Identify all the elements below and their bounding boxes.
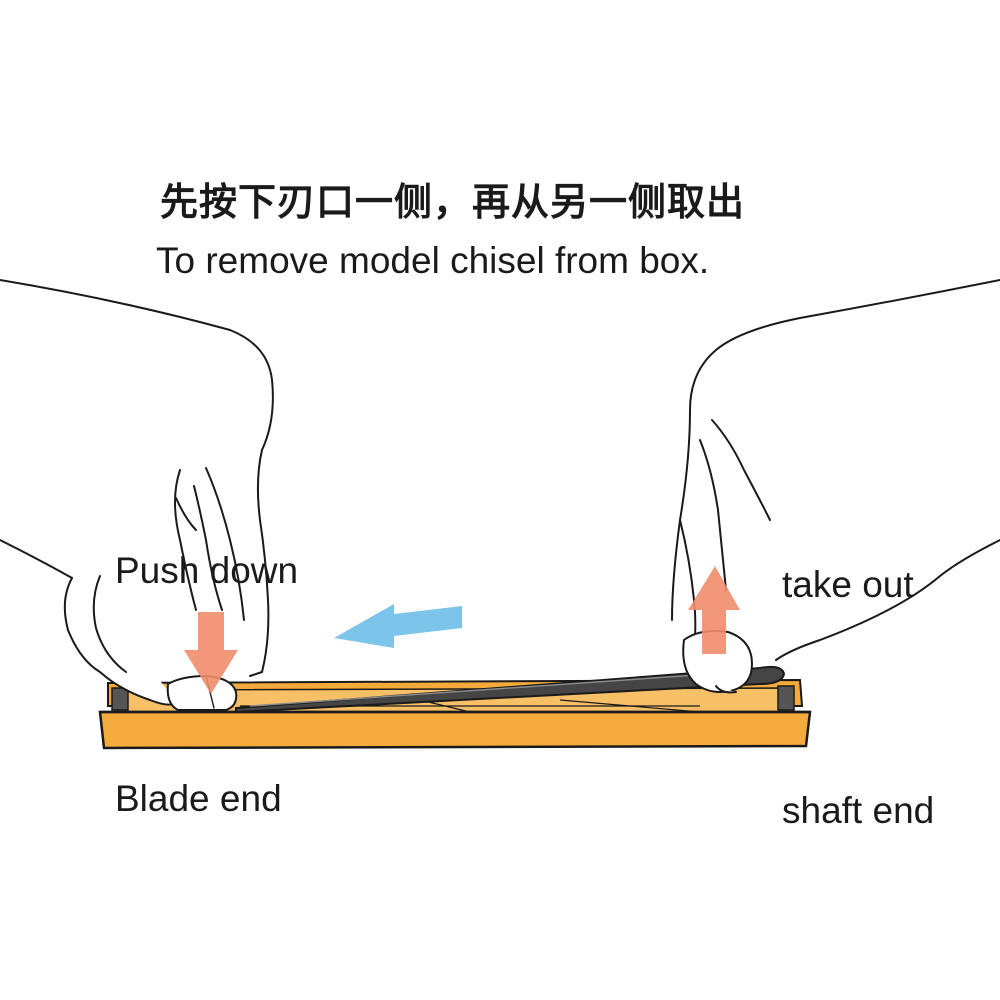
title-english: To remove model chisel from box. [156,240,710,281]
left-hand [0,279,274,711]
title-chinese: 先按下刃口一侧，再从另一侧取出 [160,180,746,224]
shaft-end-label: shaft end [782,790,935,831]
take-out-label: take out [782,564,914,605]
blade-end-label: Blade end [115,778,282,819]
box-front-wall [98,710,812,750]
arrow-up-icon [688,566,740,654]
arrow-down-icon [184,612,238,694]
model-chisel [235,665,786,714]
arrow-left-icon [334,604,462,648]
box-right-slot [777,685,795,711]
push-down-label: Push down [115,550,299,591]
right-hand [671,279,1000,694]
box-left-slot [111,687,129,711]
